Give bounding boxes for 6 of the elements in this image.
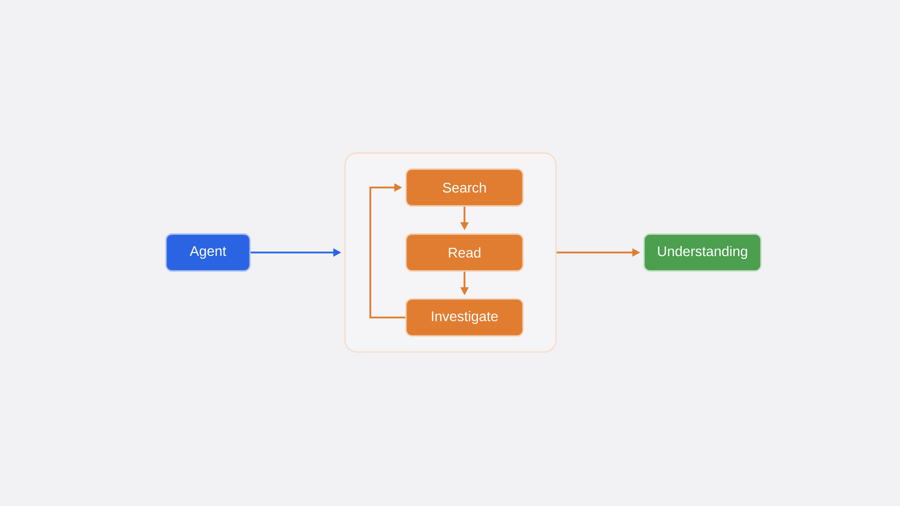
step-box: Search xyxy=(405,168,524,207)
step-box: Read xyxy=(405,233,524,272)
step-box: Investigate xyxy=(405,298,524,337)
result-box: Understanding xyxy=(643,233,762,272)
loop-arrow xyxy=(369,183,406,318)
start-box: Agent xyxy=(165,233,251,272)
